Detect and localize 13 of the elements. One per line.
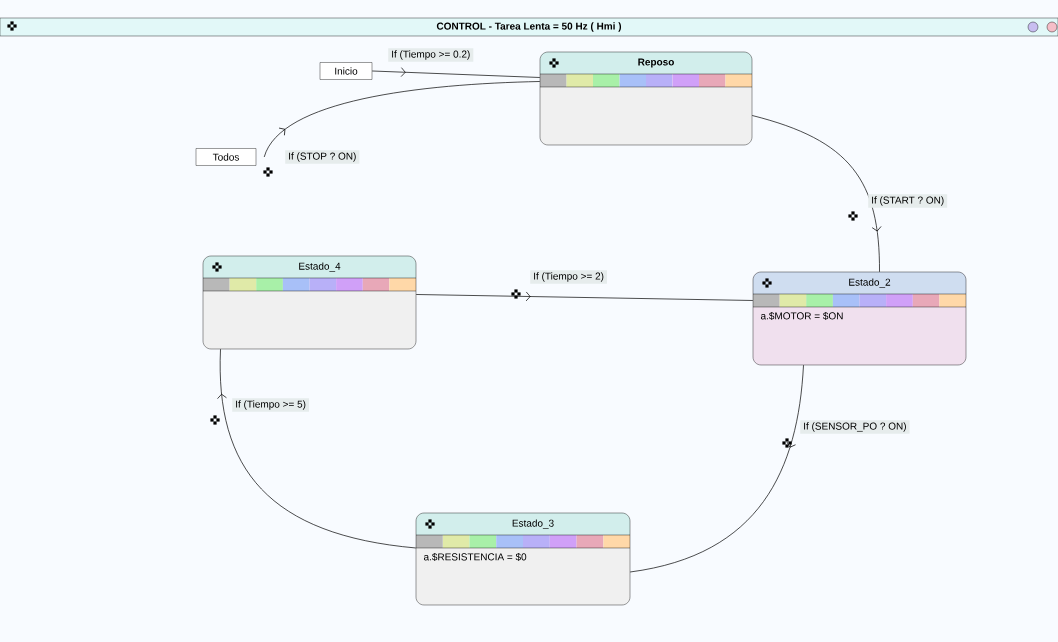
start-box: Inicio — [319, 62, 373, 80]
state-box: Estado_3 a.$RESISTENCIA = $0 — [415, 512, 631, 606]
edge-label: If (Tiempo >= 2) — [530, 270, 607, 284]
start-box: Todos — [195, 148, 257, 166]
edge-label: If (Tiempo >= 0.2) — [388, 48, 474, 62]
state-box: Reposo — [539, 51, 753, 146]
state-box: Estado_4 — [202, 255, 417, 350]
edge-label: If (STOP ? ON) — [285, 150, 360, 164]
title: CONTROL - Tarea Lenta = 50 Hz ( Hmi ) — [436, 22, 622, 32]
edge-label: If (SENSOR_PO ? ON) — [800, 420, 910, 434]
state-box: Estado_2 a.$MOTOR = $ON — [752, 271, 967, 366]
edge-label: If (START ? ON) — [868, 194, 948, 208]
edge-label: If (Tiempo >= 5) — [232, 398, 309, 412]
